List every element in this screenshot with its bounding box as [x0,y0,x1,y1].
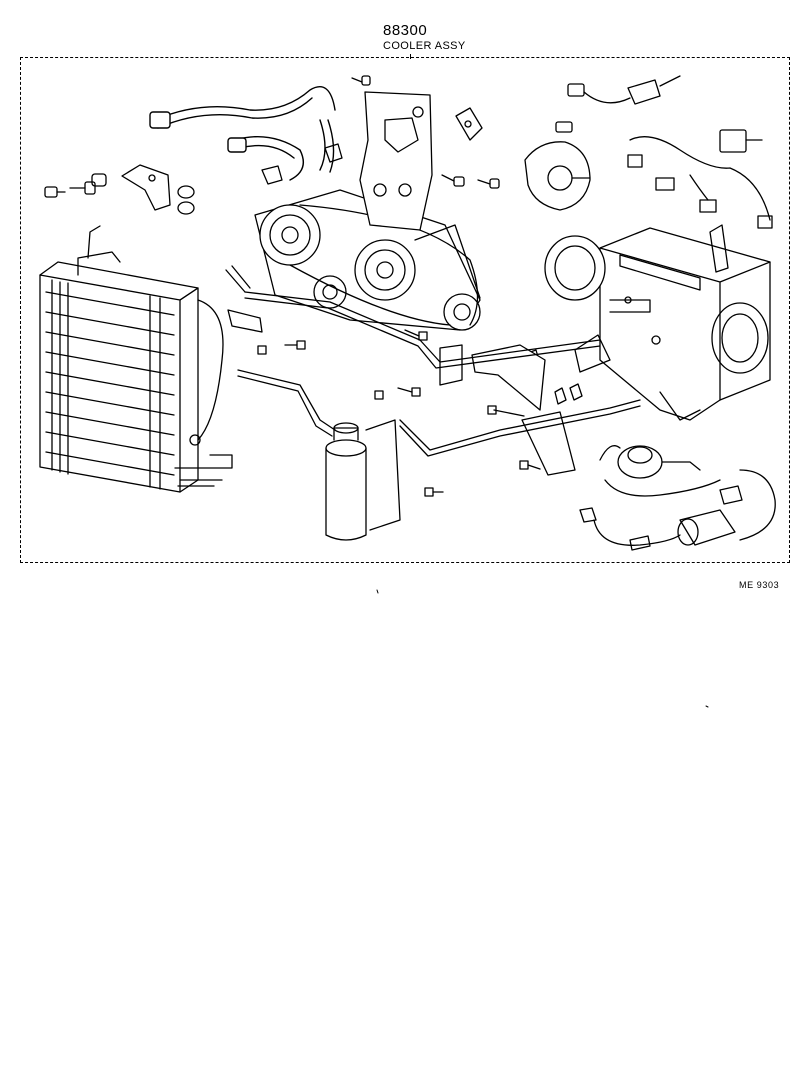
compressor-bracket [360,92,432,230]
evaporator-unit [545,225,770,420]
fasteners [45,76,582,496]
electrical-parts [525,76,772,228]
refrigerant-hoses [150,87,335,180]
vacuum-actuator [580,446,775,550]
diagram-frame [20,57,790,563]
figure-code-label: ME 9303 [739,580,780,590]
part-number-label: 88300 [383,22,428,39]
condenser [40,226,232,492]
compressor [255,190,480,330]
title-leader-line [410,54,411,59]
scan-marks [377,590,708,707]
receiver-drier [326,420,400,540]
pipes-and-brackets [226,266,640,475]
assembly-name-label: COOLER ASSY [383,40,466,52]
